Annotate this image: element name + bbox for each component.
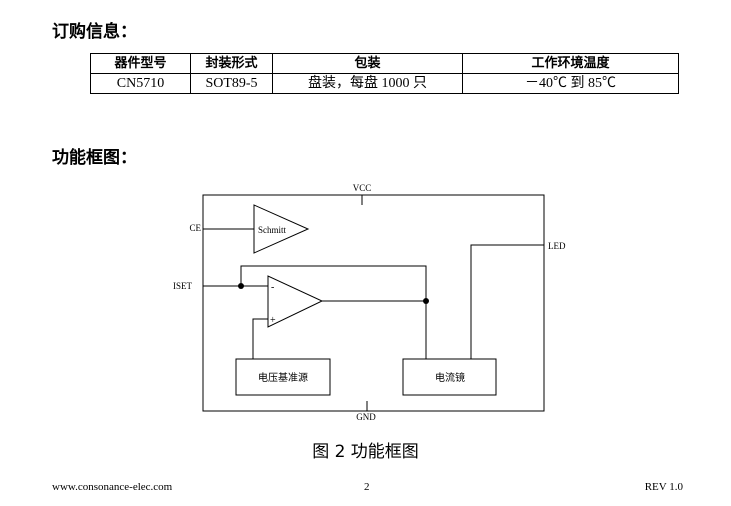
reference-to-plus-line (252, 318, 268, 359)
header-package: 封装形式 (190, 53, 273, 74)
table-header-row: 器件型号 封装形式 包装 工作环境温度 (90, 53, 679, 74)
current-mirror-label: 电流镜 (435, 371, 465, 384)
cell-packing: 盘装，每盘 1000 只 (272, 73, 463, 94)
iset-node-dot (238, 283, 244, 289)
opamp-symbol (267, 275, 324, 328)
footer-page-number: 2 (364, 481, 370, 493)
voltage-reference-label: 电压基准源 (258, 371, 308, 384)
ordering-info-heading: 订购信息： (52, 22, 137, 42)
cell-package: SOT89-5 (190, 73, 273, 94)
cell-temperature: －40℃ 到 85℃ (462, 73, 679, 94)
block-diagram-heading: 功能框图： (52, 148, 137, 168)
footer-url: www.consonance-elec.com (52, 481, 173, 493)
output-node-dot (423, 298, 429, 304)
schmitt-label: Schmitt (258, 225, 287, 235)
voltage-reference-block (235, 358, 331, 396)
vcc-label: VCC (353, 183, 372, 193)
chip-outline (202, 194, 545, 412)
opamp-plus-label: + (270, 315, 276, 326)
schmitt-trigger-symbol (253, 204, 310, 254)
ce-label: CE (189, 223, 201, 233)
current-mirror-block (402, 358, 497, 396)
led-label: LED (548, 241, 566, 251)
iset-label: ISET (173, 281, 193, 291)
gnd-label: GND (356, 412, 376, 422)
feedback-line (240, 265, 427, 359)
opamp-minus-label: - (271, 282, 274, 293)
ordering-table: 器件型号 封装形式 包装 工作环境温度 CN5710 SOT89-5 盘装，每盘… (90, 53, 679, 94)
cell-part-number: CN5710 (90, 73, 191, 94)
table-row: CN5710 SOT89-5 盘装，每盘 1000 只 －40℃ 到 85℃ (90, 73, 679, 94)
footer-revision: REV 1.0 (644, 481, 683, 493)
figure-caption: 图 2 功能框图 (312, 442, 419, 462)
led-line (470, 244, 544, 359)
